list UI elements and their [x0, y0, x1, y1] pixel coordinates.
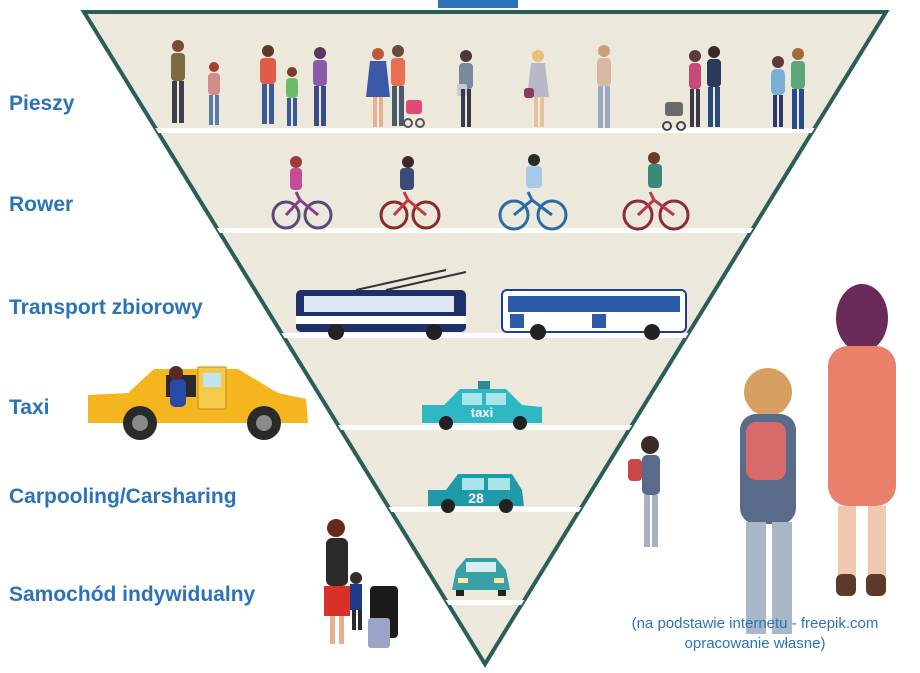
traveling-woman-illustration — [324, 519, 398, 648]
level-label-rower: Rower — [9, 193, 74, 216]
caption-line-1: (na podstawie internetu - freepik.com — [631, 615, 879, 632]
pedestrians-illustration — [171, 40, 805, 131]
caption-line-2: opracowanie własne) — [684, 635, 826, 652]
level-label-carpooling-carsharing: Carpooling/Carsharing — [9, 485, 237, 508]
bus-illustration — [501, 289, 687, 340]
level-label-samochod-indywidualny: Samochód indywidualny — [9, 583, 256, 606]
cyclists-illustration — [271, 152, 690, 231]
level-label-transport-zbiorowy: Transport zbiorowy — [9, 296, 203, 319]
title-fragment — [438, 0, 518, 8]
small-car-illustration — [452, 558, 510, 596]
level-separators — [84, 128, 886, 605]
car-number-text: 28 — [468, 490, 484, 506]
teal-taxi-illustration: taxi — [422, 381, 542, 430]
trolleybus-illustration — [296, 269, 467, 340]
students-illustration — [628, 284, 896, 634]
source-caption: (na podstawie internetu - freepik.com op… — [605, 614, 905, 654]
level-label-taxi: Taxi — [9, 396, 50, 419]
carpool-van-illustration: 28 — [428, 474, 524, 513]
taxi-sign-text: taxi — [471, 405, 493, 420]
taxi-cab-illustration — [88, 366, 308, 440]
level-label-pieszy: Pieszy — [9, 92, 75, 115]
